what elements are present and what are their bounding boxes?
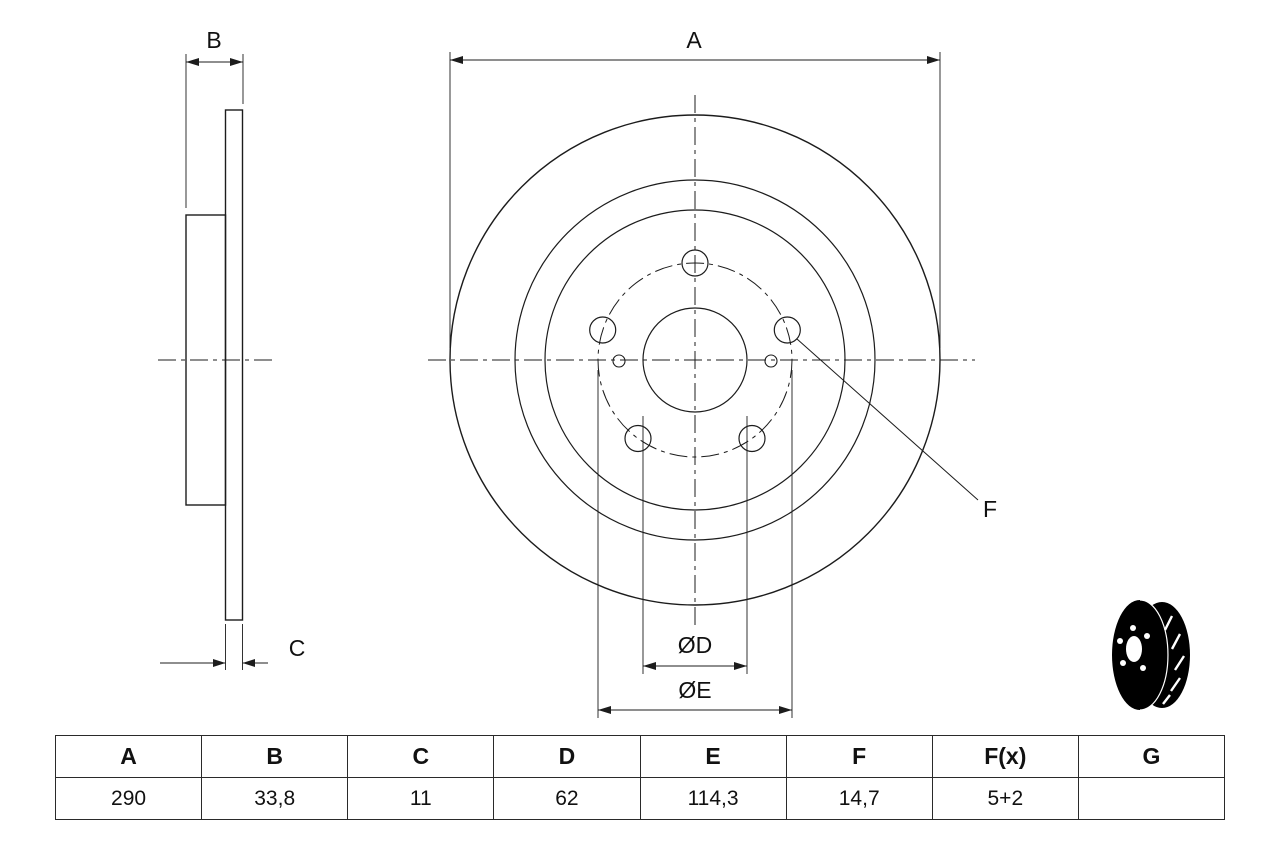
- friction-ring-profile: [224, 109, 244, 621]
- dimension-lines: [160, 52, 979, 718]
- bolt-hole: [624, 424, 652, 453]
- table-value-C: 11: [347, 777, 495, 820]
- brake-disc-thumbnail-icon: [1112, 599, 1190, 711]
- table-value-B: 33,8: [201, 777, 349, 820]
- dim-label-A: A: [686, 27, 702, 53]
- dim-label-D: ØD: [678, 632, 713, 658]
- table-value-E: 114,3: [639, 777, 787, 820]
- dim-label-F: F: [983, 496, 997, 522]
- dim-label-C: C: [289, 635, 306, 661]
- locating-screw-hole: [612, 354, 626, 368]
- leader-line-F: [796, 338, 979, 501]
- bolt-hole: [773, 316, 801, 344]
- table-header-Fx: F(x): [931, 735, 1079, 778]
- dimension-spec-table: A B C D E F F(x) G 290 33,8 11 62 114,3 …: [54, 735, 1226, 820]
- table-value-Fx: 5+2: [931, 777, 1079, 820]
- dim-label-B: B: [206, 27, 221, 53]
- bolt-hole: [589, 316, 617, 344]
- table-header-F: F: [785, 735, 933, 778]
- locating-screw-hole: [764, 354, 778, 368]
- side-view-cross-section: [158, 109, 272, 621]
- table-value-A: 290: [54, 777, 203, 820]
- icon-vent-slots: [1162, 615, 1186, 705]
- table-header-row: A B C D E F F(x) G: [54, 735, 1226, 778]
- icon-hub-bore: [1126, 636, 1142, 662]
- bolt-hole: [738, 424, 766, 453]
- table-header-B: B: [201, 735, 349, 778]
- technical-drawing: B A C ØD ØE F: [158, 27, 1190, 718]
- table-header-D: D: [493, 735, 641, 778]
- table-value-F: 14,7: [785, 777, 933, 820]
- dimension-arrowheads: [186, 56, 940, 714]
- table-header-A: A: [54, 735, 203, 778]
- dim-label-E: ØE: [678, 677, 711, 703]
- table-value-G: [1077, 777, 1226, 820]
- front-view: [428, 95, 975, 628]
- table-header-G: G: [1077, 735, 1226, 778]
- table-header-E: E: [639, 735, 787, 778]
- table-header-C: C: [347, 735, 495, 778]
- table-value-D: 62: [493, 777, 641, 820]
- table-value-row: 290 33,8 11 62 114,3 14,7 5+2: [54, 777, 1226, 820]
